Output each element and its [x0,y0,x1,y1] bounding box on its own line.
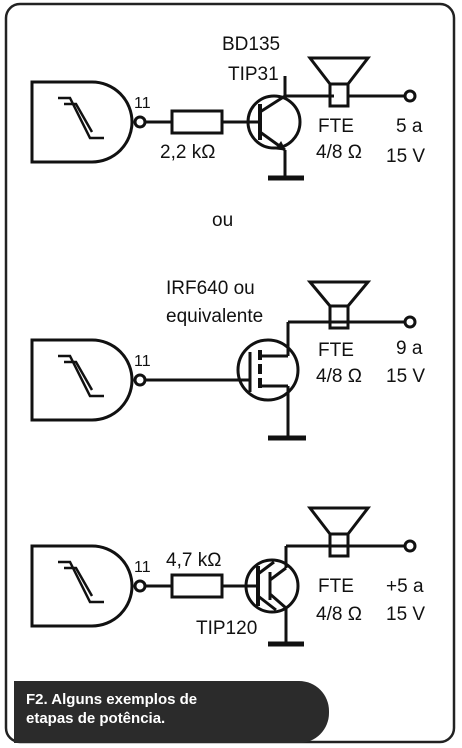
pin-number-3: 11 [134,559,151,576]
nand-gate-3 [30,544,134,628]
circuit-1 [30,56,417,181]
transistor-label-equivalente: equivalente [166,306,263,327]
darlington-transistor-3 [244,558,300,614]
supply-terminal-1 [403,89,417,103]
pin-number-1: 11 [134,95,151,112]
resistor-1 [170,109,224,135]
figure-caption: F2. Alguns exemplos de etapas de potênci… [14,681,329,743]
resistor-value-3: 4,7 kΩ [166,550,221,571]
speaker-body-3 [328,532,350,558]
speaker-impedance-3: 4/8 Ω [316,604,362,625]
voltage-range-1-end: 15 V [386,146,425,167]
speaker-label-1: FTE [318,116,354,137]
inverter-bubble-3 [133,579,147,593]
voltage-range-1-start: 5 a [396,116,423,137]
inverter-bubble-2 [133,373,147,387]
supply-terminal-3 [403,539,417,553]
transistor-emitter [269,592,287,610]
resistor-value-1: 2,2 kΩ [160,142,215,163]
caption-line-2: etapas de potência. [26,710,166,727]
speaker-cone-1 [306,56,372,85]
speaker-impedance-2: 4/8 Ω [316,366,362,387]
pin-number-2: 11 [134,353,151,370]
speaker-impedance-1: 4/8 Ω [316,142,362,163]
speaker-body-2 [328,304,350,330]
circuit-2 [30,280,417,441]
caption-line-1: F2. Alguns exemplos de [26,691,198,708]
transistor-label-bd135: BD135 [222,34,280,55]
mosfet-2 [236,338,300,402]
schmitt-symbol-3 [58,560,104,604]
inverter-bubble-1 [133,115,147,129]
npn-transistor-1 [246,94,302,150]
transistor-internal [257,560,275,576]
schmitt-symbol-1 [58,96,104,140]
emitter-arrow [275,141,286,151]
circuit-3 [30,506,417,647]
separator-ou: ou [212,210,233,231]
speaker-label-2: FTE [318,340,354,361]
transistor-collector [269,566,287,582]
voltage-range-2-end: 15 V [386,366,425,387]
transistor-internal [257,594,277,612]
schmitt-symbol-2 [58,354,104,398]
voltage-range-3-end: 15 V [386,604,425,625]
speaker-label-3: FTE [318,576,354,597]
supply-terminal-2 [403,315,417,329]
nand-gate-2 [30,338,134,422]
transistor-label-irf640: IRF640 ou [166,278,255,299]
transistor-collector [259,94,286,114]
resistor-3 [170,573,224,599]
transistor-label-tip120: TIP120 [196,618,257,639]
nand-gate-1 [30,80,134,164]
voltage-range-3-start: +5 a [386,576,424,597]
speaker-cone-2 [306,280,372,307]
voltage-range-2-start: 9 a [396,338,423,359]
speaker-cone-3 [306,506,372,535]
transistor-label-tip31: TIP31 [228,64,279,85]
